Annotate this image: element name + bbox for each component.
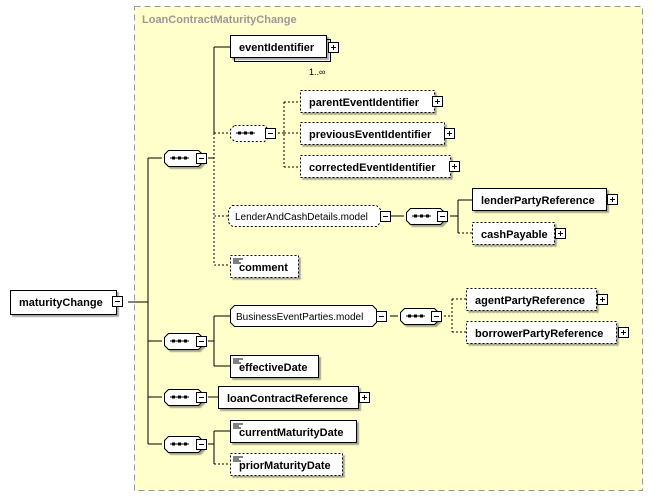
group-lender-and-cash-details[interactable]: LenderAndCashDetails.model bbox=[228, 205, 391, 227]
expand-icon[interactable] bbox=[328, 42, 339, 53]
element-label: priorMaturityDate bbox=[239, 460, 331, 472]
sequence-icon bbox=[170, 395, 189, 399]
sequence-compositor-2[interactable] bbox=[164, 333, 207, 350]
sequence-compositor-lender-cash[interactable] bbox=[406, 208, 448, 225]
collapse-icon[interactable] bbox=[376, 311, 387, 322]
collapse-icon[interactable] bbox=[196, 439, 207, 450]
element-agent-party-reference[interactable]: agentPartyReference bbox=[466, 288, 608, 311]
text-content-icon bbox=[233, 258, 243, 264]
type-container: LoanContractMaturityChange bbox=[134, 6, 643, 491]
collapse-icon[interactable] bbox=[380, 211, 391, 222]
element-label: currentMaturityDate bbox=[239, 427, 344, 439]
sequence-compositor-parties[interactable] bbox=[400, 308, 442, 325]
collapse-icon[interactable] bbox=[196, 392, 207, 403]
element-label: agentPartyReference bbox=[475, 295, 585, 307]
group-label: LenderAndCashDetails.model bbox=[235, 212, 368, 223]
element-label: previousEventIdentifier bbox=[309, 129, 432, 141]
expand-icon[interactable] bbox=[607, 194, 618, 205]
expand-icon[interactable] bbox=[449, 161, 460, 172]
element-effective-date[interactable]: effectiveDate bbox=[230, 355, 319, 378]
element-previous-event-identifier[interactable]: previousEventIdentifier bbox=[300, 122, 455, 145]
element-label: parentEventIdentifier bbox=[309, 97, 420, 109]
element-parent-event-identifier[interactable]: parentEventIdentifier bbox=[300, 90, 443, 113]
sequence-icon bbox=[170, 442, 189, 446]
expand-icon[interactable] bbox=[444, 128, 455, 139]
sequence-compositor-4[interactable] bbox=[164, 436, 207, 453]
element-prior-maturity-date[interactable]: priorMaturityDate bbox=[230, 453, 343, 476]
element-loan-contract-reference[interactable]: loanContractReference bbox=[218, 386, 370, 409]
element-label: correctedEventIdentifier bbox=[309, 162, 436, 174]
element-corrected-event-identifier[interactable]: correctedEventIdentifier bbox=[300, 155, 460, 178]
root-element-maturity-change[interactable]: maturityChange bbox=[10, 290, 123, 315]
sequence-icon bbox=[406, 314, 425, 318]
element-label: lenderPartyReference bbox=[481, 195, 595, 207]
sequence-compositor-1[interactable] bbox=[164, 150, 207, 167]
sequence-icon bbox=[170, 339, 189, 343]
element-label: loanContractReference bbox=[227, 393, 348, 405]
expand-icon[interactable] bbox=[555, 228, 566, 239]
element-borrower-party-reference[interactable]: borrowerPartyReference bbox=[466, 321, 629, 344]
collapse-icon[interactable] bbox=[196, 336, 207, 347]
sequence-icon bbox=[236, 131, 255, 135]
collapse-icon[interactable] bbox=[196, 153, 207, 164]
expand-icon[interactable] bbox=[359, 392, 370, 403]
element-label: eventIdentifier bbox=[239, 42, 315, 54]
occurrence-label: 1..∞ bbox=[309, 67, 325, 77]
sequence-compositor-3[interactable] bbox=[164, 389, 207, 406]
collapse-icon[interactable] bbox=[431, 311, 442, 322]
element-comment[interactable]: comment bbox=[230, 255, 299, 278]
element-lender-party-reference[interactable]: lenderPartyReference bbox=[472, 188, 618, 211]
sequence-compositor-identifiers[interactable] bbox=[230, 125, 276, 142]
group-business-event-parties[interactable]: BusinessEventParties.model bbox=[230, 305, 387, 327]
root-element-label: maturityChange bbox=[19, 297, 103, 309]
collapse-icon[interactable] bbox=[265, 128, 276, 139]
collapse-icon[interactable] bbox=[112, 296, 123, 307]
element-label: comment bbox=[239, 262, 288, 274]
sequence-icon bbox=[170, 156, 189, 160]
expand-icon[interactable] bbox=[432, 96, 443, 107]
connectors bbox=[128, 46, 472, 465]
type-name-label: LoanContractMaturityChange bbox=[142, 14, 297, 26]
element-event-identifier[interactable]: eventIdentifier 1..∞ bbox=[230, 35, 339, 78]
text-content-icon bbox=[233, 456, 243, 462]
element-current-maturity-date[interactable]: currentMaturityDate bbox=[230, 420, 357, 443]
group-label: BusinessEventParties.model bbox=[236, 312, 363, 323]
text-content-icon bbox=[233, 423, 243, 429]
element-label: borrowerPartyReference bbox=[475, 328, 603, 340]
element-label: cashPayable bbox=[481, 229, 548, 241]
sequence-icon bbox=[412, 214, 431, 218]
element-cash-payable[interactable]: cashPayable bbox=[472, 222, 566, 245]
expand-icon[interactable] bbox=[597, 294, 608, 305]
text-content-icon bbox=[233, 358, 243, 364]
element-label: effectiveDate bbox=[239, 362, 307, 374]
expand-icon[interactable] bbox=[618, 327, 629, 338]
collapse-icon[interactable] bbox=[437, 211, 448, 222]
